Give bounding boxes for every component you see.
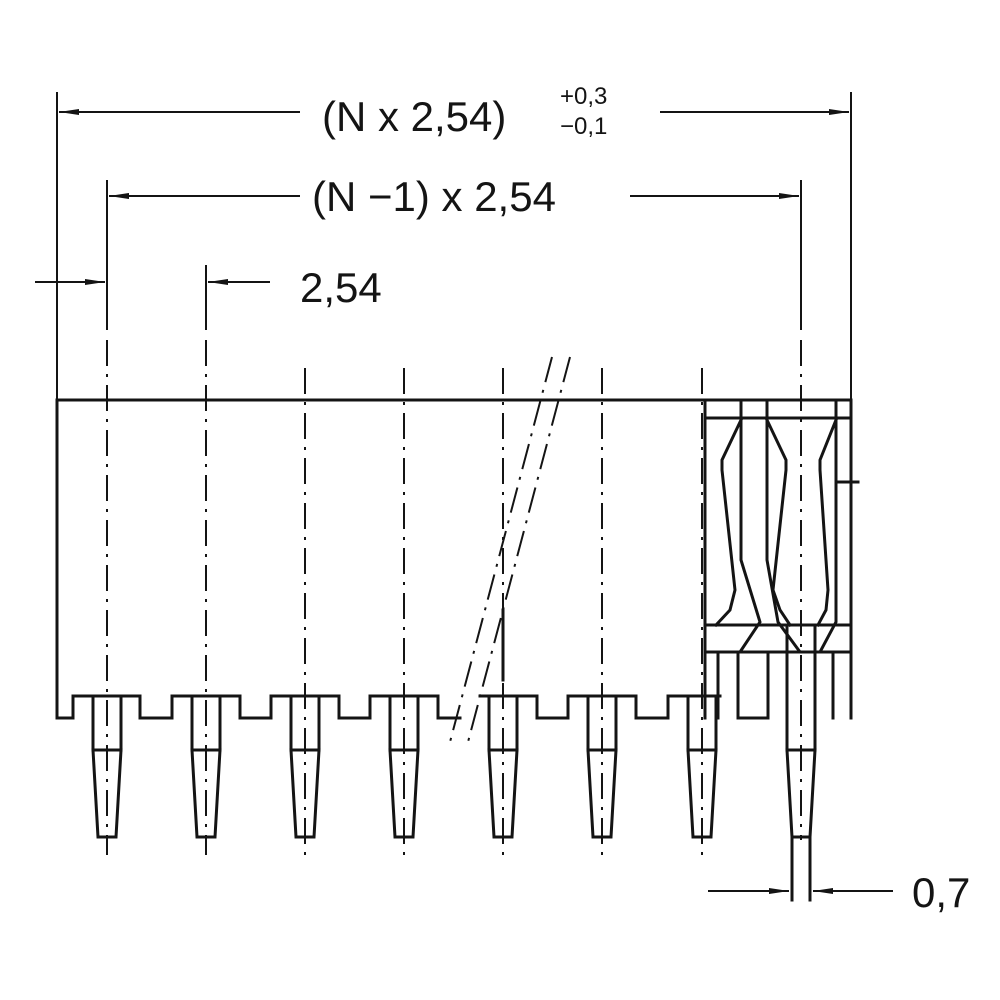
section-view bbox=[703, 398, 860, 720]
pin bbox=[91, 694, 123, 839]
overall-tolerance-plus: +0,3 bbox=[560, 83, 607, 110]
pins bbox=[91, 623, 817, 902]
overall-tolerance-minus: −0,1 bbox=[560, 113, 607, 140]
pin-width-label: 0,7 bbox=[912, 869, 970, 916]
pin bbox=[686, 694, 718, 839]
pitch-span-label: (N −1) x 2,54 bbox=[312, 173, 556, 220]
pitch-span-dimension: (N −1) x 2,54 bbox=[106, 173, 802, 330]
pitch-label: 2,54 bbox=[300, 264, 382, 311]
pin-centerlines bbox=[106, 340, 802, 855]
pin bbox=[586, 694, 618, 839]
pin-width-dimension: 0,7 bbox=[708, 869, 970, 916]
pin-sectioned bbox=[785, 623, 817, 902]
pin bbox=[388, 694, 420, 839]
break-lines bbox=[449, 356, 571, 743]
pin bbox=[289, 694, 321, 839]
overall-width-label: (N x 2,54) bbox=[322, 93, 506, 140]
overall-width-dimension: (N x 2,54) +0,3 −0,1 bbox=[56, 83, 852, 400]
pin bbox=[487, 694, 519, 839]
pitch-dimension: 2,54 bbox=[35, 264, 382, 330]
pin bbox=[190, 694, 222, 839]
